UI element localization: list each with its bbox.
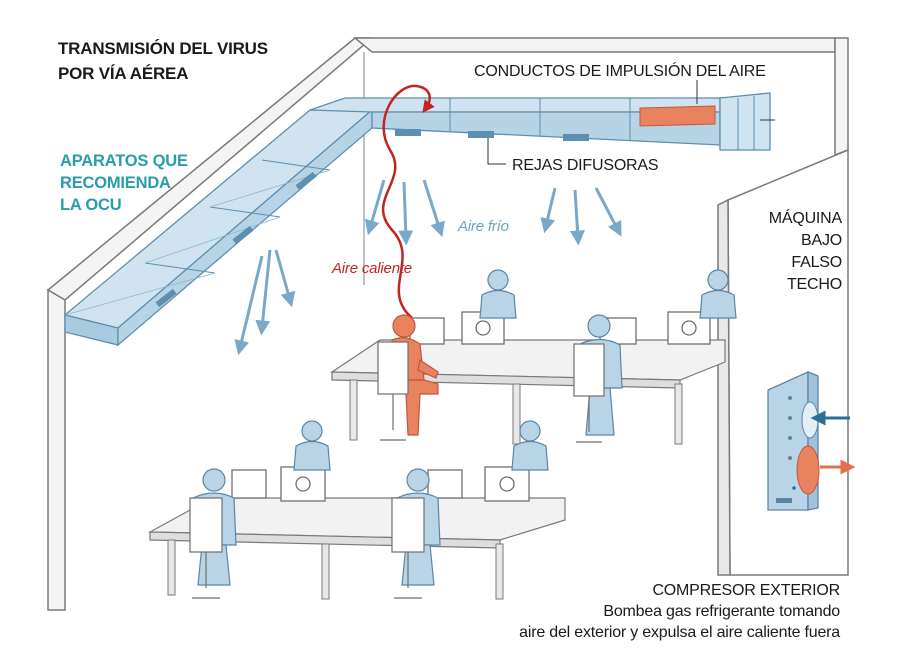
cold-air-arrows xyxy=(234,179,622,356)
diffuser-grilles-label: REJAS DIFUSORAS xyxy=(512,157,659,174)
hot-air-label: Aire caliente xyxy=(332,260,412,277)
compressor-desc-2: aire del exterior y expulsa el aire cali… xyxy=(519,624,840,641)
maquina-line-4: TECHO xyxy=(786,276,842,293)
maquina-line-1: MÁQUINA xyxy=(768,210,842,227)
ocu-line-1: APARATOS QUE xyxy=(60,152,188,170)
maquina-line-3: FALSO xyxy=(791,254,842,271)
office-chairs xyxy=(189,341,605,599)
hot-air-plume xyxy=(381,84,435,319)
compressor-label: COMPRESOR EXTERIOR Bombea gas refrigeran… xyxy=(430,580,840,643)
cold-air-label: Aire frío xyxy=(458,218,509,235)
title-line-1: TRANSMISIÓN DEL VIRUS xyxy=(58,39,268,58)
maquina-line-2: BAJO xyxy=(801,232,842,249)
ocu-line-2: RECOMIENDA xyxy=(60,174,171,192)
air-duct-system xyxy=(63,80,775,347)
compressor-desc-1: Bombea gas refrigerante tomando xyxy=(603,603,840,620)
title-line-2: POR VÍA AÉREA xyxy=(58,64,189,83)
monitors-front xyxy=(231,466,530,502)
duct-label: CONDUCTOS DE IMPULSIÓN DEL AIRE xyxy=(474,63,766,80)
ocu-recommendation-label: APARATOS QUE RECOMIENDA LA OCU xyxy=(60,150,240,216)
ceiling-machine-label: MÁQUINA BAJO FALSO TECHO xyxy=(752,208,842,296)
diagram-title: TRANSMISIÓN DEL VIRUS POR VÍA AÉREA xyxy=(58,36,318,86)
compressor-title: COMPRESOR EXTERIOR xyxy=(652,582,840,599)
ocu-line-3: LA OCU xyxy=(60,196,122,214)
monitors-back xyxy=(409,311,711,345)
exterior-compressor xyxy=(767,370,856,511)
